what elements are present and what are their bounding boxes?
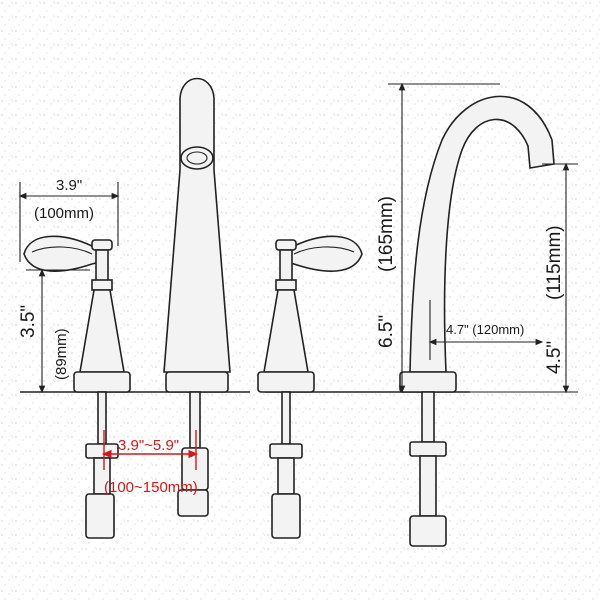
left-handle-valve [23, 235, 131, 539]
dim-handle-width: 3.9" (100mm) [18, 177, 120, 262]
center-spout [163, 77, 231, 517]
dim-spout-clearance-mm: (115mm) [544, 225, 565, 300]
dim-spread-in: 3.9"~5.9" [118, 437, 179, 454]
dim-handle-height-mm: (89mm) [53, 328, 70, 380]
dim-spout-clearance: 4.5" (115mm) [468, 162, 578, 394]
dim-spout-height-mm: (165mm) [376, 196, 397, 272]
side-view-spout [399, 95, 555, 547]
dim-handle-width-mm: (100mm) [34, 205, 94, 222]
dim-spout-height-in: 6.5" [376, 315, 397, 348]
dim-spread: 3.9"~5.9" (100~150mm) [101, 430, 199, 496]
dim-spout-height: 6.5" (165mm) [376, 82, 500, 394]
dim-spread-mm: (100~150mm) [104, 479, 198, 496]
dim-spout-clearance-in: 4.5" [544, 341, 565, 374]
right-handle-valve [257, 235, 363, 539]
dim-spout-reach: 4.7" (120mm) [428, 300, 544, 360]
dim-spout-reach-label: 4.7" (120mm) [446, 322, 524, 337]
dim-handle-height-in: 3.5" [18, 305, 39, 338]
dim-handle-width-in: 3.9" [56, 177, 82, 194]
dim-handle-height: 3.5" (89mm) [18, 268, 90, 394]
